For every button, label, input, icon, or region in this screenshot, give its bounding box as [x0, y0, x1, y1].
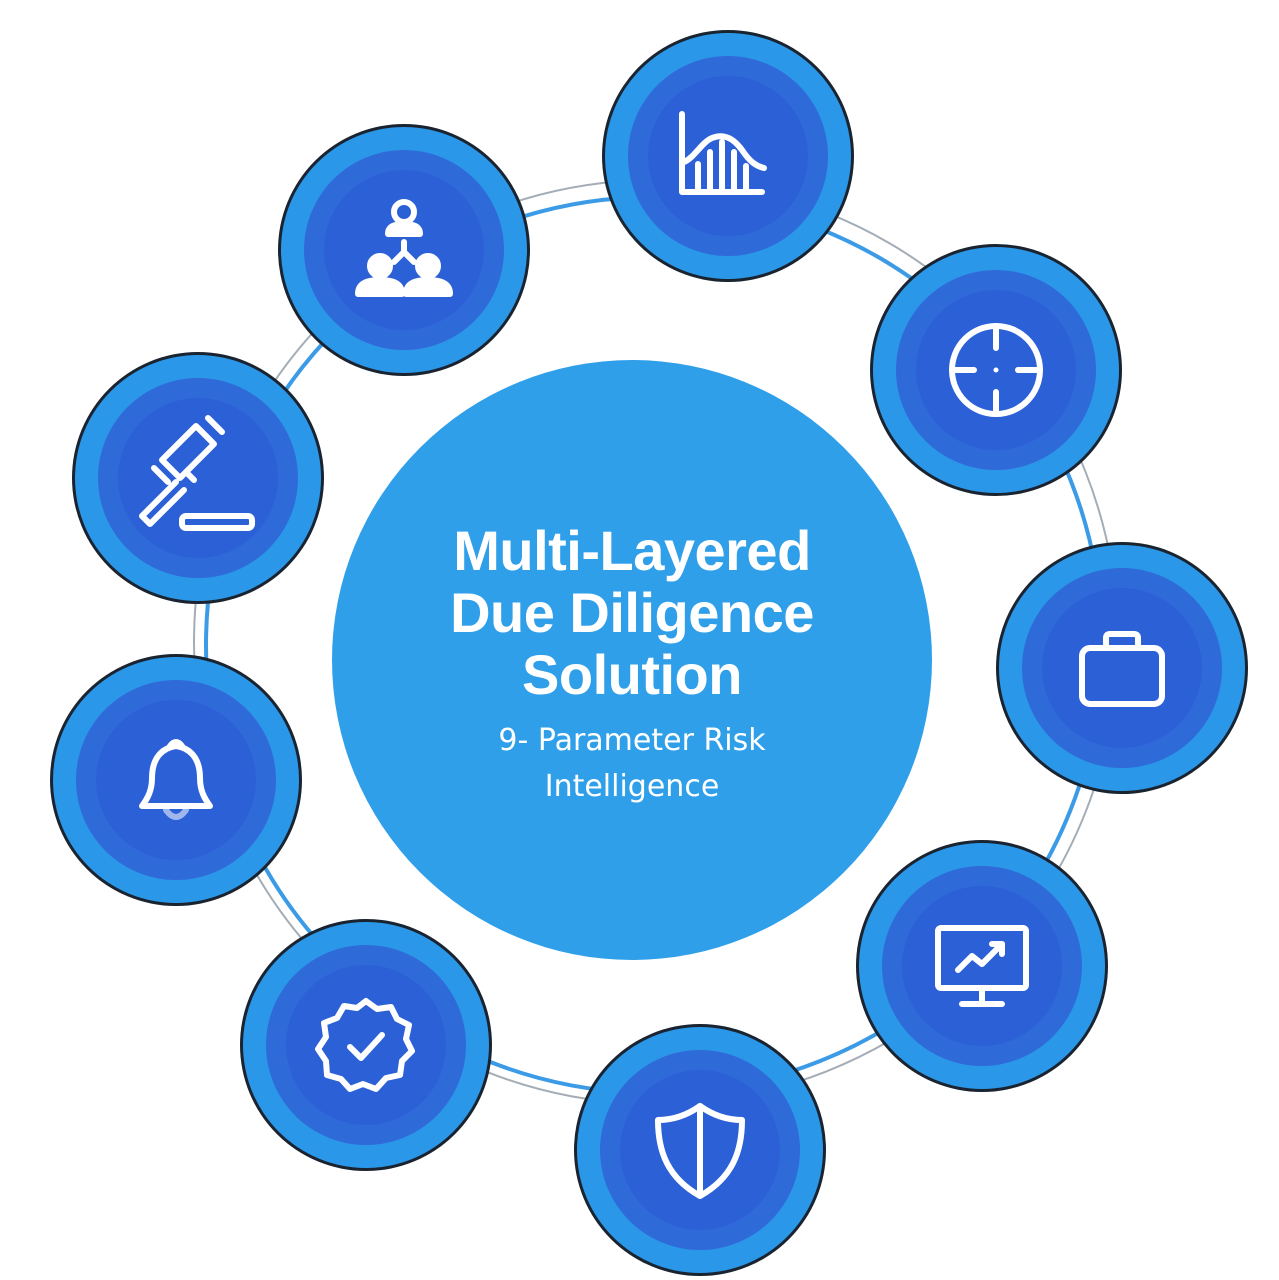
parameter-nodes — [50, 30, 1248, 1276]
hub-title: Multi-Layered Due Diligence Solution — [450, 519, 814, 706]
shield-icon — [655, 1103, 745, 1199]
verified-badge-icon — [315, 998, 415, 1092]
monitor-trend-icon — [935, 925, 1029, 1007]
node-inner-circle — [648, 76, 808, 236]
node-inner-circle — [118, 398, 278, 558]
hub-circle — [332, 360, 932, 960]
crosshair-target-icon — [949, 323, 1043, 417]
bar-bell-curve-chart-icon — [679, 111, 767, 195]
node-business — [996, 542, 1248, 794]
gavel-icon — [139, 415, 255, 531]
briefcase-icon — [1079, 631, 1165, 707]
node-protection — [574, 1024, 826, 1276]
node-verification — [240, 919, 492, 1171]
node-inner-circle — [286, 965, 446, 1125]
node-legal — [72, 352, 324, 604]
node-alerts — [50, 654, 302, 906]
node-target — [870, 244, 1122, 496]
hub-subtitle: 9- Parameter Risk Intelligence — [498, 723, 766, 804]
node-monitoring — [856, 840, 1108, 1092]
people-hierarchy-icon — [355, 199, 453, 297]
node-inner-circle — [1042, 588, 1202, 748]
node-network — [278, 124, 530, 376]
node-analytics-chart — [602, 30, 854, 282]
node-inner-circle — [96, 700, 256, 860]
hub-text-block: Multi-Layered Due Diligence Solution 9- … — [332, 520, 932, 810]
bell-icon — [139, 739, 213, 820]
